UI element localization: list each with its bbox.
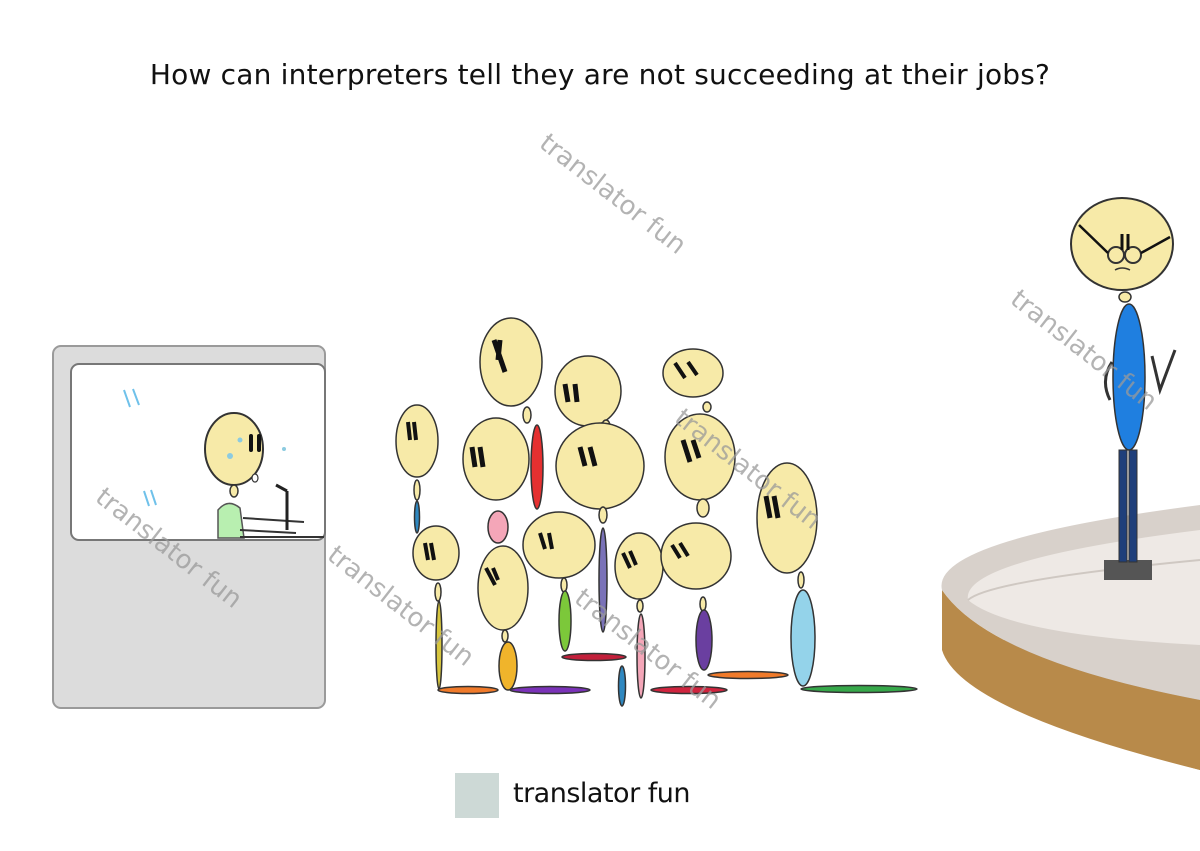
audience-crowd <box>395 317 918 707</box>
footer-swatch <box>455 773 499 818</box>
page-title: How can interpreters tell they are not s… <box>149 58 1051 91</box>
speaker-figure <box>1070 197 1177 580</box>
stage-podium <box>941 505 1200 770</box>
footer-label: translator fun <box>513 778 690 809</box>
interpreter-figure <box>204 412 324 539</box>
interpreter-booth <box>52 345 326 709</box>
